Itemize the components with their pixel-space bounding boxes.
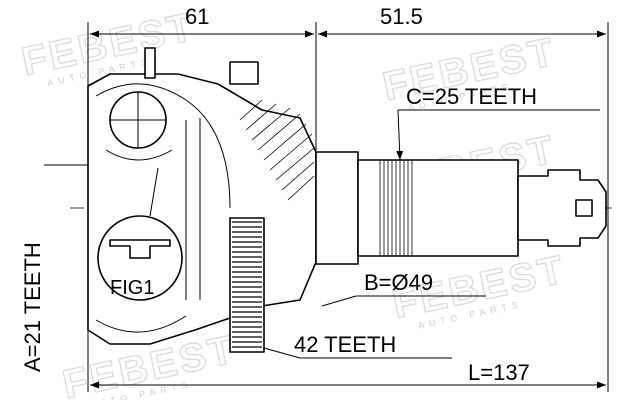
leader-spline-outer [396, 109, 404, 161]
joint-housing [87, 47, 317, 345]
total-length-label: L=137 [468, 360, 530, 385]
spline-texture [379, 160, 413, 256]
cage-arc [105, 149, 173, 161]
abs-teeth-label: 42 TEETH [294, 332, 396, 357]
spline-inner-label: A=21 TEETH [20, 242, 45, 372]
fig1-label: FIG1 [110, 277, 154, 299]
dimension-61: 61 [185, 4, 209, 29]
housing-hatching [239, 99, 315, 201]
stub-shaft [315, 151, 607, 265]
seal-diameter-label: B=Ø49 [364, 270, 433, 295]
abs-tone-ring [229, 217, 265, 353]
fig1-callout: FIG1 [97, 167, 183, 301]
spline-outer-label: C=25 TEETH [406, 84, 537, 109]
dimension-51-5: 51.5 [380, 4, 423, 29]
